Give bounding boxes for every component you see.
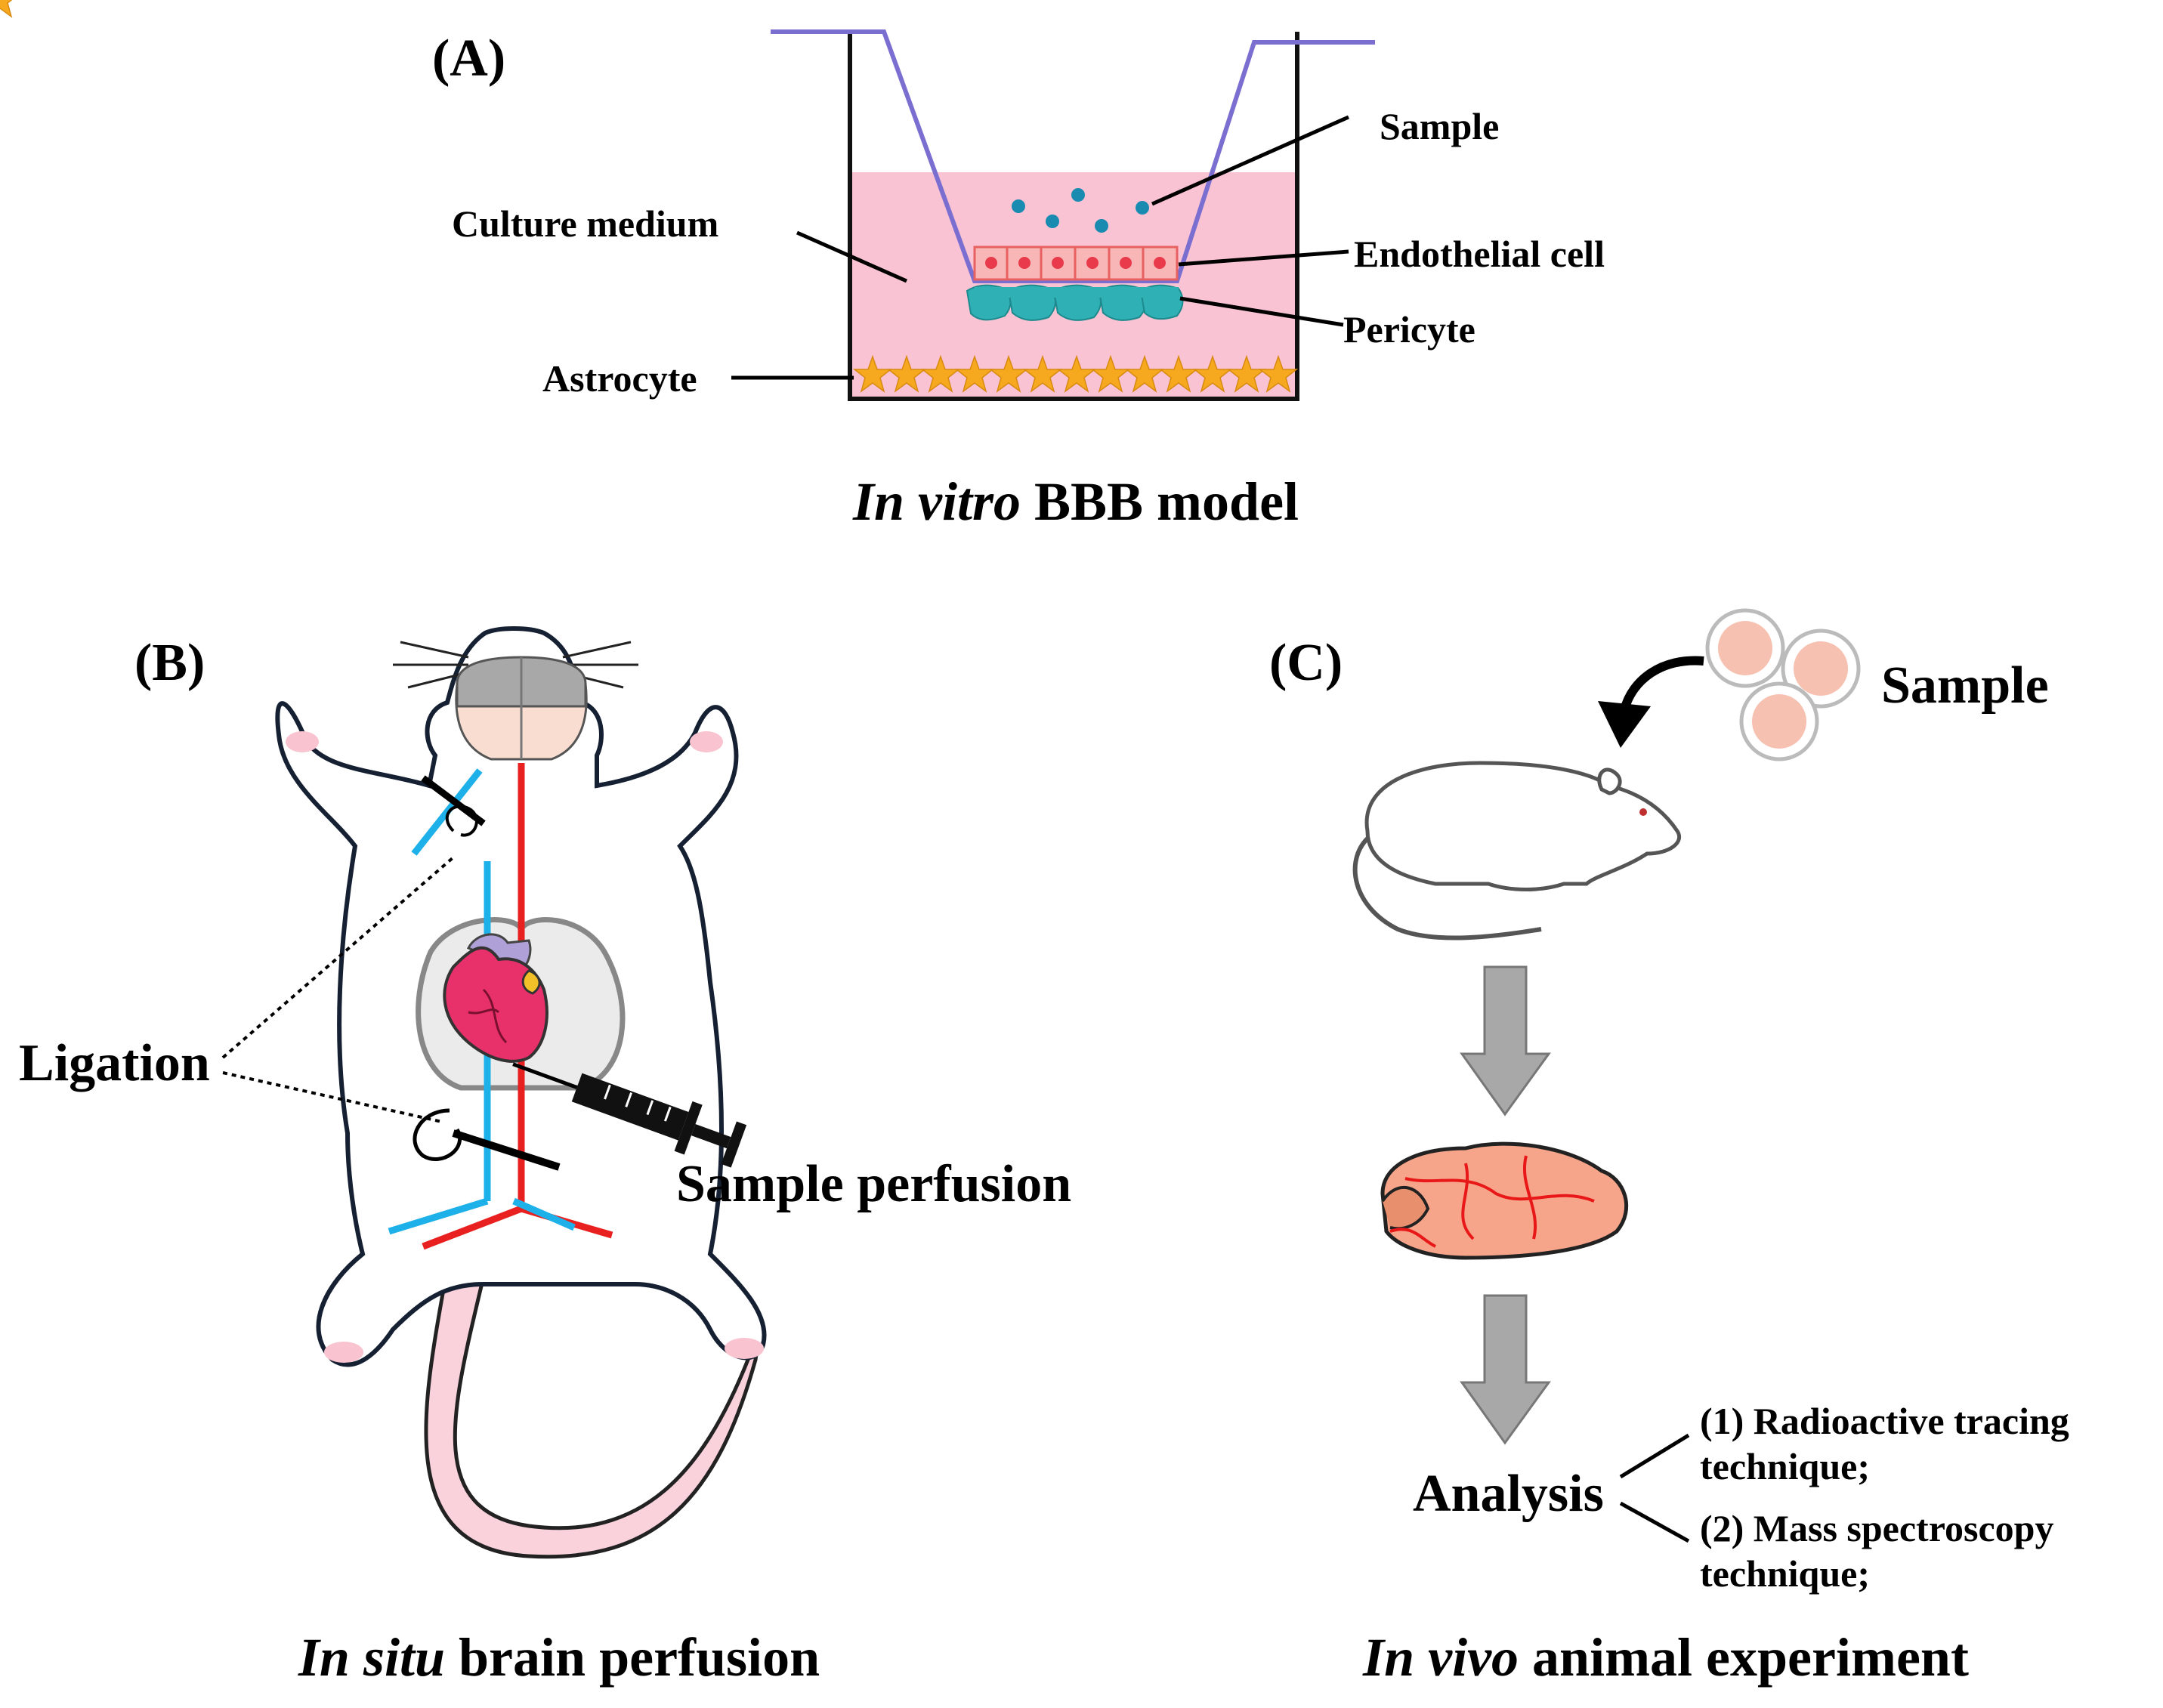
caption-a: In vitro BBB model bbox=[852, 471, 1299, 532]
syringe-icon bbox=[512, 1062, 747, 1168]
label-endothelial-cell: Endothelial cell bbox=[1354, 233, 1605, 275]
label-sample-c: Sample bbox=[1881, 656, 2049, 715]
ligation-pointers bbox=[221, 856, 455, 1123]
panel-a-leaders bbox=[731, 115, 1350, 380]
analysis-item-2-line-1: (2) Mass spectroscopy bbox=[1700, 1507, 2053, 1549]
brain-icon bbox=[1380, 1141, 1629, 1260]
pericyte-layer bbox=[966, 284, 1184, 321]
analysis-item-1-line-2: technique; bbox=[1700, 1445, 1870, 1487]
panel-a-letter: (A) bbox=[432, 29, 505, 88]
label-ligation: Ligation bbox=[19, 1034, 210, 1092]
ligation-hook-upper bbox=[421, 775, 486, 837]
rat-tail bbox=[424, 1274, 762, 1559]
label-sample-perfusion: Sample perfusion bbox=[676, 1155, 1071, 1213]
transwell-insert bbox=[771, 29, 1375, 283]
label-sample-a: Sample bbox=[1380, 105, 1499, 147]
panel-a: (A) bbox=[0, 0, 1605, 532]
flow-arrow-1 bbox=[1460, 965, 1551, 1117]
culture-well bbox=[848, 32, 1299, 401]
panel-c-letter: (C) bbox=[1269, 634, 1343, 692]
analysis-branches bbox=[1619, 1433, 1690, 1543]
mouse-icon bbox=[1352, 761, 1681, 940]
astrocyte-layer bbox=[0, 0, 1297, 392]
label-astrocyte: Astrocyte bbox=[542, 357, 697, 400]
analysis-item-2-line-2: technique; bbox=[1700, 1552, 1870, 1595]
heart bbox=[443, 933, 548, 1063]
sample-pills-icon bbox=[1705, 608, 1861, 761]
panel-b-letter: (B) bbox=[134, 634, 205, 692]
analysis-item-1-line-1: (1) Radioactive tracing bbox=[1700, 1400, 2069, 1442]
label-analysis: Analysis bbox=[1413, 1465, 1604, 1523]
sample-dots bbox=[1012, 188, 1149, 233]
flow-arrow-2 bbox=[1460, 1294, 1551, 1445]
label-culture-medium: Culture medium bbox=[452, 202, 718, 245]
rat-brain bbox=[455, 656, 588, 761]
label-pericyte: Pericyte bbox=[1343, 308, 1475, 351]
dosing-arrow bbox=[1598, 656, 1704, 748]
caption-c: In vivo animal experiment bbox=[1362, 1627, 1969, 1688]
endothelial-cell-layer bbox=[973, 246, 1179, 281]
caption-b: In situ brain perfusion bbox=[298, 1627, 820, 1688]
panel-b: (B) bbox=[19, 626, 1071, 1688]
panel-c: (C) Sample bbox=[1269, 608, 2069, 1688]
rat-paws bbox=[286, 731, 764, 1363]
